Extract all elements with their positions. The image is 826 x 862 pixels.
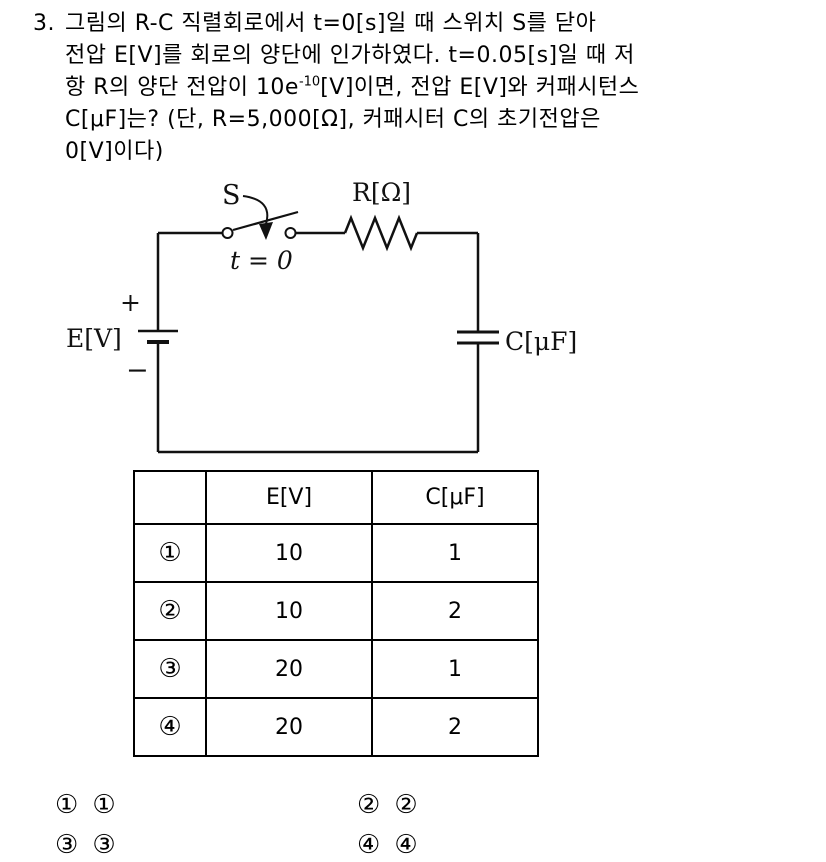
- battery-icon: [138, 329, 178, 344]
- choice-2-marker: ②: [357, 790, 381, 820]
- row-marker: ①: [133, 523, 207, 583]
- row-marker: ④: [133, 697, 207, 757]
- options-table: E[V] C[μF] ① 10 1 ② 10 2 ③ 20 1 ④ 20 2: [133, 470, 539, 757]
- question-line-4: C[μF]는? (단, R=5,000[Ω], 커패시터 C의 초기전압은: [65, 107, 601, 132]
- choice-1-label: ①: [92, 790, 116, 820]
- choice-2-label: ②: [394, 790, 418, 820]
- question-line-1: 그림의 R-C 직렬회로에서 t=0[s]일 때 스위치 S를 닫아: [65, 11, 597, 36]
- table-row: ① 10 1: [133, 523, 539, 583]
- choice-4-marker: ④: [357, 830, 381, 860]
- switch-arrowhead-icon: [259, 222, 273, 240]
- switch-terminal-right: [284, 227, 297, 239]
- switch-blade: [232, 210, 299, 232]
- row-e-value: 10: [205, 523, 373, 583]
- time-label: t = 0: [230, 246, 293, 275]
- capacitor-label: C[μF]: [505, 327, 577, 356]
- resistor-icon: [343, 214, 419, 252]
- question-line-5: 0[V]이다): [65, 139, 164, 164]
- table-header-c: C[μF]: [371, 470, 539, 525]
- table-header-empty: [133, 470, 207, 525]
- switch-icon: [221, 195, 299, 240]
- question-line-3: 항 R의 양단 전압이 10e-10[V]이면, 전압 E[V]와 커패시턴스: [33, 72, 803, 104]
- row-c-value: 2: [371, 581, 539, 641]
- row-marker: ③: [133, 639, 207, 699]
- switch-close-arc: [242, 195, 269, 225]
- question-line-2: 전압 E[V]를 회로의 양단에 인가하였다. t=0.05[s]일 때 저: [65, 43, 635, 68]
- exponent-superscript: -10: [298, 74, 321, 90]
- question-block: 3. 그림의 R-C 직렬회로에서 t=0[s]일 때 스위치 S를 닫아 전압…: [33, 8, 803, 168]
- resistor-label: R[Ω]: [352, 178, 411, 207]
- row-c-value: 2: [371, 697, 539, 757]
- source-label: E[V]: [66, 324, 122, 353]
- capacitor-icon: [457, 330, 499, 345]
- source-plus-sign: +: [120, 288, 141, 317]
- row-c-value: 1: [371, 639, 539, 699]
- choice-4-label: ④: [394, 830, 418, 860]
- table-row: ④ 20 2: [133, 697, 539, 757]
- circuit-wires: [156, 214, 480, 454]
- table-header-e: E[V]: [205, 470, 373, 525]
- row-e-value: 10: [205, 581, 373, 641]
- table-row: ② 10 2: [133, 581, 539, 641]
- row-e-value: 20: [205, 697, 373, 757]
- choice-1-marker: ①: [55, 790, 79, 820]
- row-c-value: 1: [371, 523, 539, 583]
- choice-3-marker: ③: [55, 830, 79, 860]
- switch-terminal-left: [221, 227, 234, 239]
- question-number: 3.: [33, 11, 55, 36]
- question-line-3-pre: 항 R의 양단 전압이 10e: [65, 75, 299, 100]
- source-minus-sign: −: [126, 355, 149, 386]
- circuit-diagram: S R[Ω] t = 0 + E[V] − C[μF]: [55, 172, 600, 464]
- table-header-row: E[V] C[μF]: [133, 470, 539, 525]
- row-e-value: 20: [205, 639, 373, 699]
- question-line-3-post: [V]이면, 전압 E[V]와 커패시턴스: [320, 75, 640, 100]
- row-marker: ②: [133, 581, 207, 641]
- table-row: ③ 20 1: [133, 639, 539, 699]
- choice-3-label: ③: [92, 830, 116, 860]
- switch-label: S: [222, 180, 241, 211]
